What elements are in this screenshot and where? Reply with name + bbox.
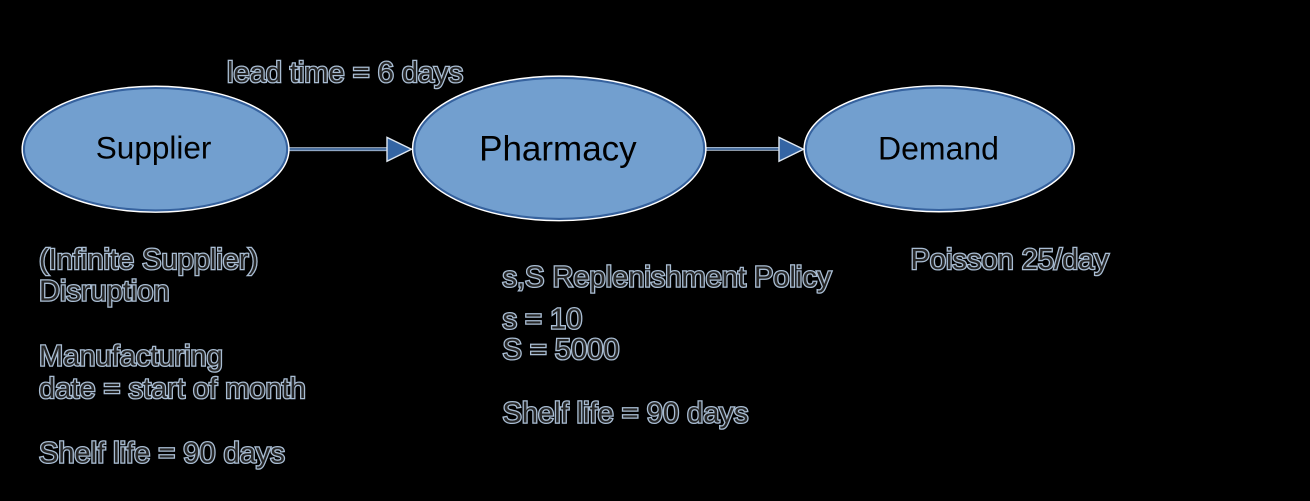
svg-text:Demand: Demand (878, 130, 999, 166)
svg-text:(Infinite Supplier): (Infinite Supplier) (39, 244, 258, 276)
svg-text:date = start of month: date = start of month (39, 373, 306, 405)
svg-text:Manufacturing: Manufacturing (39, 341, 223, 373)
svg-text:s,S Replenishment Policy: s,S Replenishment Policy (503, 261, 832, 293)
svg-text:lead time = 6 days: lead time = 6 days (227, 57, 463, 89)
svg-text:s = 10: s = 10 (503, 304, 583, 336)
svg-text:Disruption: Disruption (39, 276, 170, 308)
svg-text:Poisson 25/day: Poisson 25/day (911, 244, 1110, 276)
svg-text:S = 5000: S = 5000 (503, 334, 620, 366)
svg-text:Supplier: Supplier (96, 130, 212, 166)
svg-text:Shelf life = 90 days: Shelf life = 90 days (503, 398, 749, 430)
svg-text:Shelf life = 90 days: Shelf life = 90 days (39, 438, 285, 470)
svg-text:Pharmacy: Pharmacy (479, 129, 637, 168)
